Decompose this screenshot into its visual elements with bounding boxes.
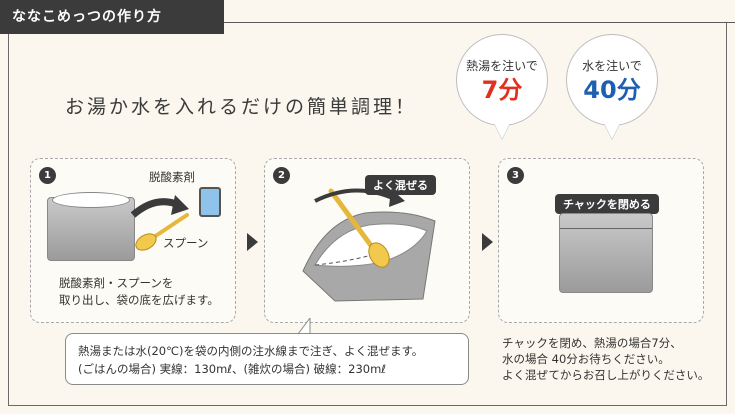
oxygen-absorber-label: 脱酸素剤 [149,169,195,185]
hot-water-bubble: 熱湯を注いで 7分 [456,34,548,126]
step-1-card: 1 脱酸素剤 スプーン 脱酸素剤・スプーンを 取り出し、袋の底を広げます。 [30,158,236,323]
header-bar: ななこめっつの作り方 [0,0,224,34]
headline: お湯か水を入れるだけの簡単調理！ [65,92,417,119]
spoon-label: スプーン [163,235,208,251]
pouch-illustration [47,197,135,261]
water-bubble: 水を注いで 40分 [566,34,658,126]
closing-line-2: 水の場合 40分お待ちください。 [502,351,670,367]
note-line-1: 熱湯または水(20℃)を袋の内側の注水線まで注ぎ、よく混ぜます。 [78,343,423,359]
instruction-note: 熱湯または水(20℃)を袋の内側の注水線まで注ぎ、よく混ぜます。 (ごはんの場合… [65,333,469,385]
right-triangle-icon [482,233,493,251]
oxygen-absorber-icon [199,187,221,217]
right-triangle-icon [247,233,258,251]
header-rule [224,22,735,23]
step-3-number: 3 [507,167,524,184]
step-1-caption-line-1: 脱酸素剤・スプーンを [59,275,173,291]
step-2-number: 2 [273,167,290,184]
bubble-tail [604,123,620,139]
note-pointer [296,318,312,334]
step-2-card: 2 よく混ぜる [264,158,470,323]
closing-line-3: よく混ぜてからお召し上がりください。 [502,367,709,383]
water-time: 40分 [567,76,657,104]
note-line-2: (ごはんの場合) 実線：130mℓ、(雑炊の場合) 破線：230mℓ [78,361,386,377]
step-3-card: 3 チャックを閉める [498,158,704,323]
hot-water-time: 7分 [457,76,547,104]
mixing-bag-illustration [295,181,445,311]
bubble-tail [494,123,510,139]
hot-water-label: 熱湯を注いで [457,57,547,74]
sealed-pouch-illustration [559,213,653,293]
step-1-number: 1 [39,167,56,184]
water-label: 水を注いで [567,57,657,74]
step-1-caption-line-2: 取り出し、袋の底を広げます。 [59,292,219,308]
closing-line-1: チャックを閉め、熱湯の場合7分、 [502,335,682,351]
header-title: ななこめっつの作り方 [12,0,162,34]
step-3-tag: チャックを閉める [555,194,659,214]
